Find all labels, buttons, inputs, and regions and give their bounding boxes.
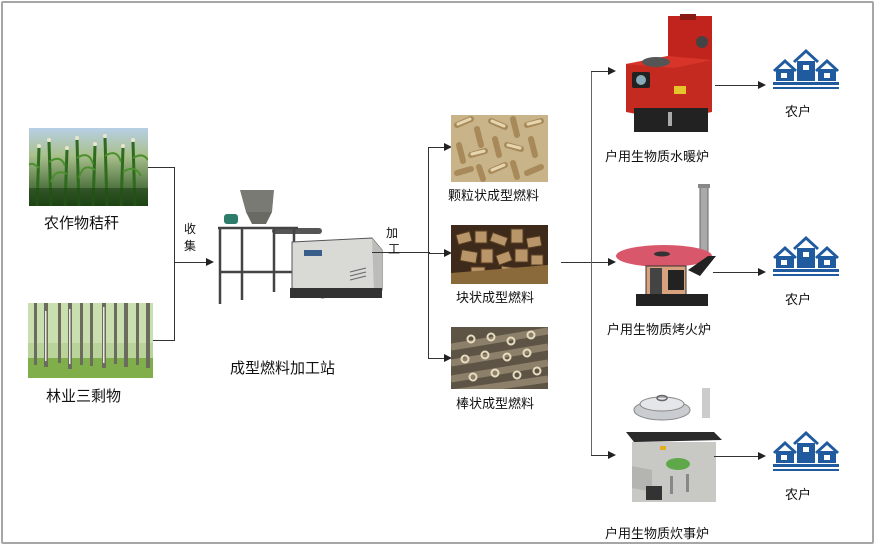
cooking-stove-image xyxy=(622,388,722,506)
connector-line xyxy=(591,455,611,456)
arrow-head-icon xyxy=(444,143,452,151)
household-label: 农户 xyxy=(785,488,812,503)
cooking-stove-label: 户用生物质炊事炉 xyxy=(605,527,710,542)
block-fuel-label: 块状成型燃料 xyxy=(456,291,535,306)
crop-straw-image xyxy=(29,128,148,206)
process-label-char-2: 工 xyxy=(388,242,401,256)
collect-label-char-2: 集 xyxy=(184,239,197,253)
houses-icon xyxy=(773,49,839,91)
connector-line xyxy=(591,71,611,72)
arrow-head-icon xyxy=(608,451,616,459)
crop-straw-label: 农作物秸秆 xyxy=(44,214,120,232)
connector-line xyxy=(714,456,761,457)
arrow-head-icon xyxy=(608,258,616,266)
connector-line xyxy=(715,85,761,86)
station-label: 成型燃料加工站 xyxy=(230,359,336,377)
water-heating-stove-label: 户用生物质水暖炉 xyxy=(605,150,710,165)
houses-icon xyxy=(773,431,839,473)
connector-line xyxy=(428,253,445,254)
fire-roasting-stove-image xyxy=(612,184,728,310)
connector-line xyxy=(174,167,175,341)
forestry-residue-label: 林业三剩物 xyxy=(46,387,122,405)
connector-line xyxy=(153,340,175,341)
connector-line xyxy=(372,252,430,253)
fire-roasting-stove-label: 户用生物质烤火炉 xyxy=(607,323,712,338)
arrow-head-icon xyxy=(206,258,214,266)
pellet-fuel-label: 颗粒状成型燃料 xyxy=(448,189,540,204)
connector-line xyxy=(428,147,429,358)
arrow-head-icon xyxy=(758,268,766,276)
connector-line xyxy=(148,167,175,168)
rod-fuel-label: 棒状成型燃料 xyxy=(456,397,535,412)
connector-line xyxy=(428,147,445,148)
pellet-machine-image xyxy=(212,188,388,310)
arrow-head-icon xyxy=(608,67,616,75)
houses-icon xyxy=(773,236,839,278)
rod-fuel-image xyxy=(451,327,548,389)
household-label: 农户 xyxy=(785,293,812,308)
block-fuel-image xyxy=(451,225,548,284)
arrow-head-icon xyxy=(758,81,766,89)
pellet-fuel-image xyxy=(451,115,548,182)
water-heating-stove-image xyxy=(620,12,720,134)
arrow-head-icon xyxy=(758,452,766,460)
connector-line xyxy=(174,262,207,263)
arrow-head-icon xyxy=(444,249,452,257)
connector-line xyxy=(591,71,592,456)
connector-line xyxy=(561,262,611,263)
household-label: 农户 xyxy=(785,105,812,120)
forestry-residue-image xyxy=(28,303,153,378)
arrow-head-icon xyxy=(444,354,452,362)
process-label-char-1: 加 xyxy=(386,226,399,240)
connector-line xyxy=(713,272,761,273)
connector-line xyxy=(428,358,445,359)
collect-label-char-1: 收 xyxy=(184,222,197,236)
